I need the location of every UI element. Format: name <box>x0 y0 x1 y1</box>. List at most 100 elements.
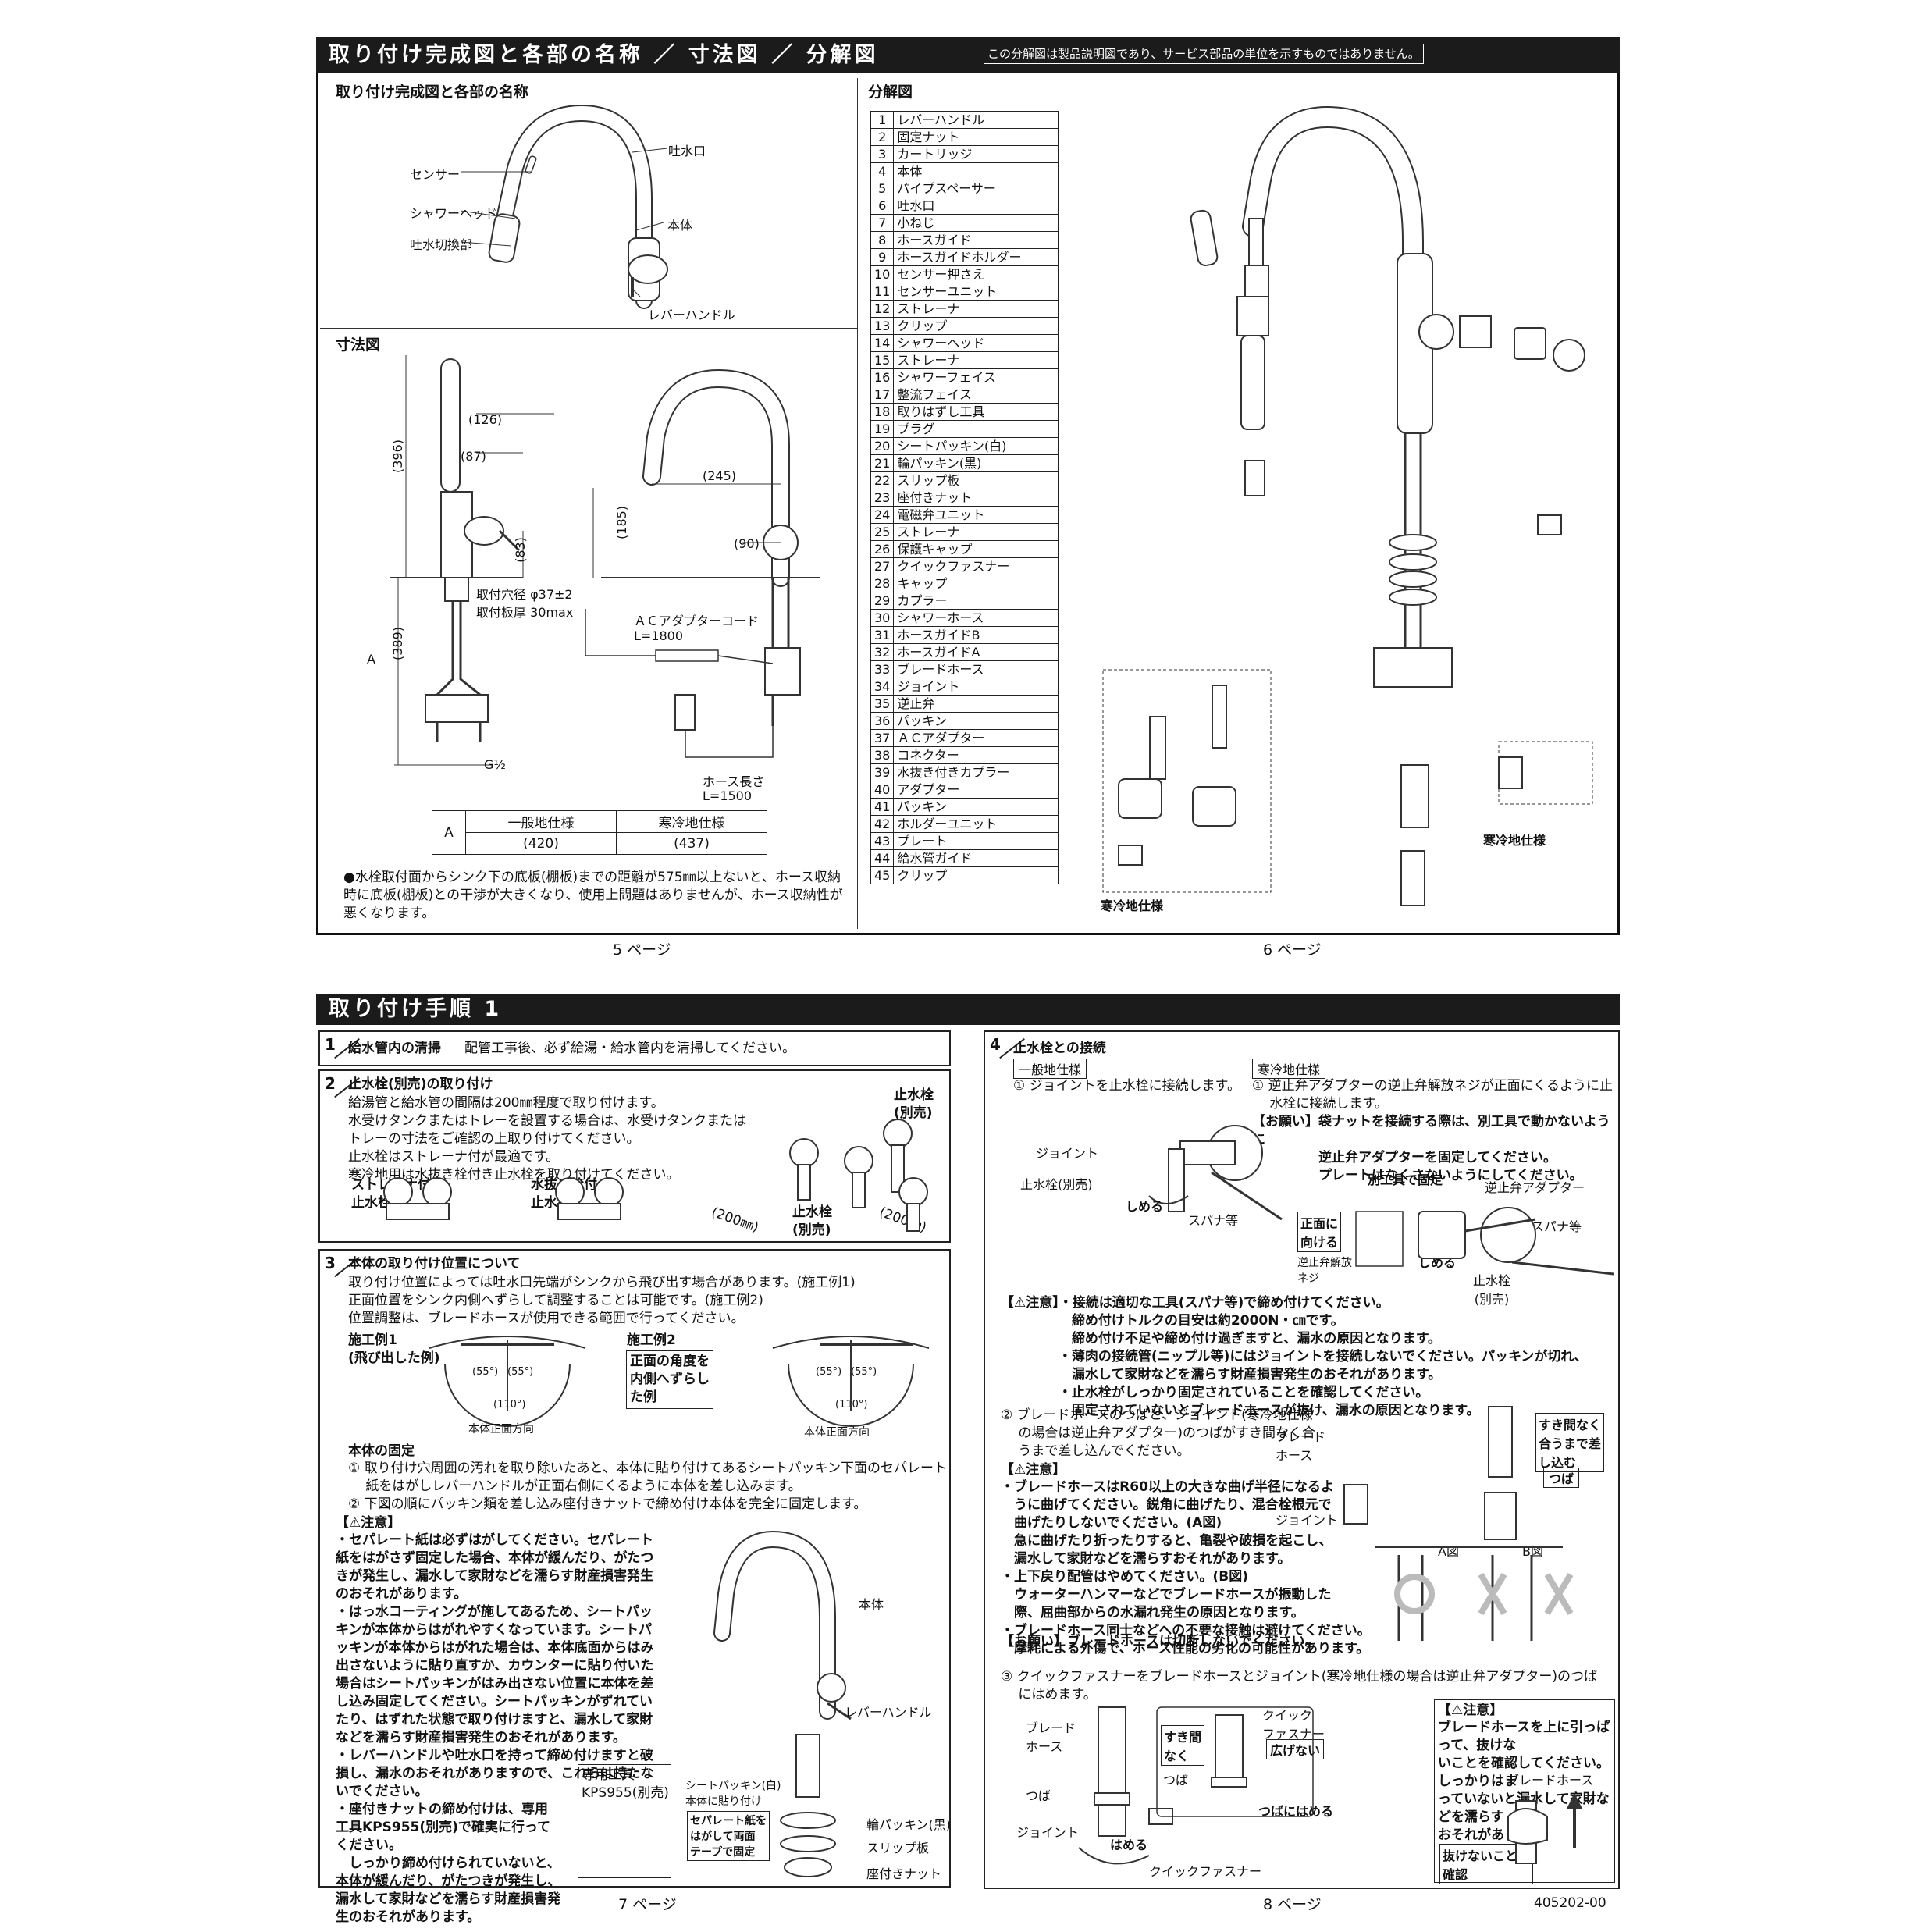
exploded-heading: 分解図 <box>868 84 913 101</box>
lbl-spanner: スパナ等 <box>1188 1213 1239 1228</box>
fix-line: ① 取り付け穴周囲の汚れを取り除いたあと、本体に貼り付けてあるシートパッキン下面… <box>348 1461 947 1476</box>
page-6: 6 ページ <box>1263 941 1322 959</box>
caution-item: ・セパレート紙は必ずはがしてください。セパレート紙をはがさず固定した場合、本体が… <box>336 1532 654 1602</box>
lbl-braid2: ブレード ホース <box>1026 1720 1076 1754</box>
parts-name: スリップ板 <box>893 471 1059 489</box>
lbl-braid3: ブレードホース <box>1507 1773 1594 1788</box>
step3-box: 3 本体の取り付け位置について 取り付け位置によっては吐水口先端がシンクから飛び… <box>318 1249 951 1925</box>
parts-number: 15 <box>870 351 895 369</box>
parts-name: 座付きナット <box>893 489 1059 507</box>
parts-number: 43 <box>870 832 895 850</box>
dim-396: (396) <box>390 439 406 474</box>
parts-number: 13 <box>870 317 895 335</box>
parts-name: クイックファスナー <box>893 557 1059 575</box>
step1-text: 配管工事後、必ず給湯・給水管内を清掃してください。 <box>464 1041 795 1056</box>
parts-name: 給水管ガイド <box>893 849 1059 867</box>
parts-number: 9 <box>870 248 895 266</box>
names-leader-lines <box>460 148 668 297</box>
parts-number: 20 <box>870 437 895 455</box>
dim-83: (83) <box>512 537 528 563</box>
caution1-line: 固定されていないとブレードホースが抜け、漏水の原因となります。 <box>1001 1403 1480 1418</box>
parts-name: プレート <box>893 832 1059 850</box>
lbl-body: 本体 <box>859 1597 884 1612</box>
front-direction-1: 本体正面方向 <box>468 1423 534 1436</box>
dimension-footnote: ●水栓取付面からシンク下の底板(棚板)までの距離が575㎜以上ないと、ホース収納… <box>343 870 843 921</box>
dim-185: (185) <box>614 505 630 540</box>
step1-box: 1 給水管内の清掃 配管工事後、必ず給湯・給水管内を清掃してください。 <box>318 1030 951 1066</box>
parts-name: 本体 <box>893 162 1059 180</box>
s2-line: うまで差し込んでください。 <box>1001 1443 1190 1459</box>
parts-name: センサー押さえ <box>893 265 1059 283</box>
lbl-release-screw: 逆止弁解放 ネジ <box>1297 1257 1352 1285</box>
step3-title: 本体の取り付け位置について <box>348 1256 521 1272</box>
hose-length: L=1500 <box>703 788 753 803</box>
caution2-line: ウォーターハンマーなどでブレードホースが振動した <box>1001 1587 1332 1603</box>
fix-line: 紙をはがしレバーハンドルが正面右側にくるように本体を差し込みます。 <box>348 1478 802 1494</box>
parts-number: 31 <box>870 626 895 644</box>
plate-thickness: 取付板厚 30max <box>476 605 574 620</box>
fix-title: 本体の固定 <box>348 1443 415 1459</box>
caution3-head: 【⚠注意】 <box>1438 1703 1503 1718</box>
parts-number: 22 <box>870 471 895 489</box>
names-divider <box>320 328 857 329</box>
parts-number: 26 <box>870 540 895 558</box>
example2-label: 施工例2 <box>627 1332 676 1348</box>
request2: 【お願い】ブレードホースは切断しないでください。 <box>1001 1634 1318 1649</box>
parts-name: アダプター <box>893 781 1059 799</box>
request1-line: プレートはなくさないようにしてください。 <box>1252 1168 1583 1183</box>
parts-name: カートリッジ <box>893 145 1059 163</box>
dim-389: (389) <box>390 626 406 661</box>
caution1-line: 【⚠注意】・接続は適切な工具(スパナ等)で締め付けてください。 <box>1001 1295 1389 1311</box>
parts-name: パッキン <box>893 712 1059 730</box>
step3-cautions: ・セパレート紙は必ずはがしてください。セパレート紙をはがさず固定した場合、本体が… <box>336 1532 664 1927</box>
parts-number: 10 <box>870 265 895 283</box>
parts-name: ホースガイド <box>893 231 1059 249</box>
s3-text: ③ クイックファスナーをブレードホースとジョイント(寒冷地仕様の場合は逆止弁アダ… <box>1001 1668 1597 1704</box>
lbl-fit: つばにはめる <box>1258 1804 1334 1819</box>
parts-number: 11 <box>870 283 895 301</box>
table-row-label: A <box>432 810 466 855</box>
adapter-length: L=1800 <box>634 628 684 643</box>
page-5: 5 ページ <box>613 941 671 959</box>
dim-245: (245) <box>703 468 737 483</box>
caution3-line: っていないと漏水して家財などを濡らす <box>1438 1791 1610 1825</box>
label-sensor: センサー <box>410 167 461 182</box>
parts-number: 44 <box>870 849 895 867</box>
body-drawing <box>713 1530 852 1720</box>
parts-name: パッキン <box>893 798 1059 816</box>
lbl-separate-tool: 別工具で固定 <box>1368 1172 1443 1187</box>
parts-number: 5 <box>870 180 895 197</box>
table-val-cold: (437) <box>616 832 767 855</box>
caution-item: ・座付きナットの締め付けは、専用工具KPS955(別売)で確実に行ってください。 <box>336 1802 551 1853</box>
label-switch: 吐水切換部 <box>410 237 473 252</box>
doc-code: 405202-00 <box>1534 1895 1606 1911</box>
caution3-line: いことを確認してください。しっかりはま <box>1438 1756 1610 1789</box>
parts-number: 4 <box>870 162 895 180</box>
top-note: この分解図は製品説明図であり、サービス部品の単位を示すものではありません。 <box>984 44 1424 64</box>
parts-number: 7 <box>870 214 895 232</box>
top-title: 取り付け完成図と各部の名称 ／ 寸法図 ／ 分解図 <box>329 43 879 67</box>
parts-name: 取りはずし工具 <box>893 403 1059 421</box>
example1-label: 施工例1 (飛び出した例) <box>348 1332 440 1366</box>
cold-tag: 寒冷地仕様 <box>1252 1059 1326 1079</box>
parts-name: ホースガイドホルダー <box>893 248 1059 266</box>
g1-text: ① ジョイントを止水栓に接続します。 <box>1013 1078 1240 1094</box>
parts-name: 整流フェイス <box>893 386 1059 404</box>
